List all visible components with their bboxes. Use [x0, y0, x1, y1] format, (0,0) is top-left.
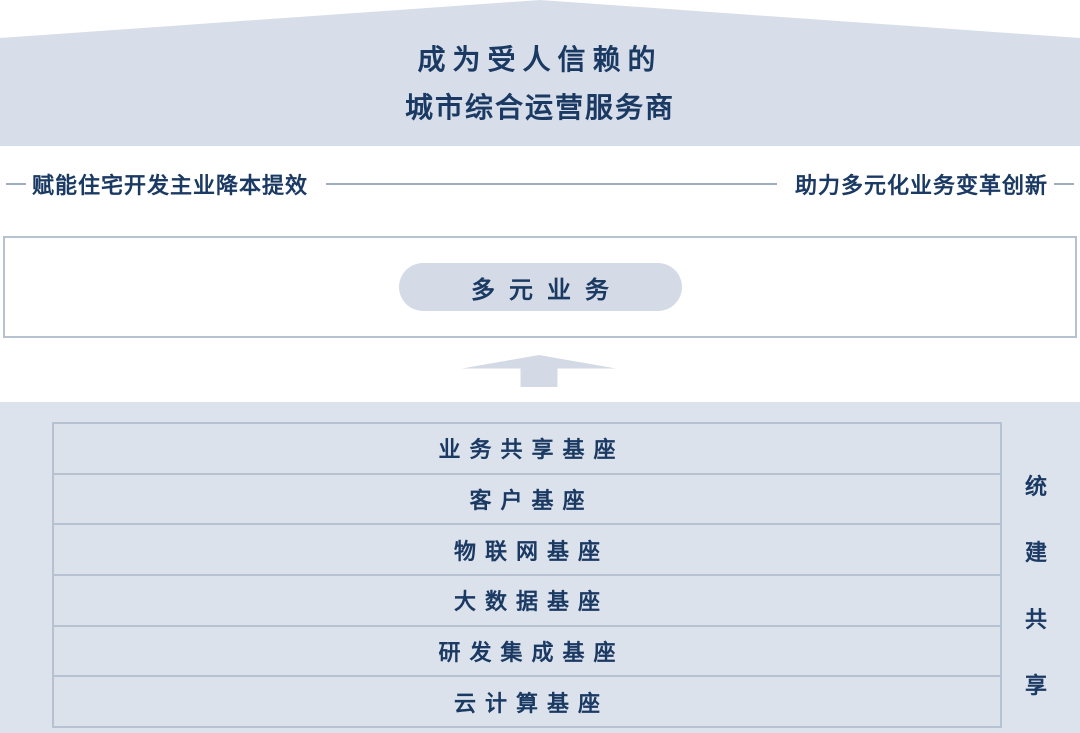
- arrow-up-icon: [462, 355, 616, 387]
- left-dash-rule: [6, 183, 26, 185]
- foundation-row-label: 云计算基座: [453, 690, 609, 716]
- side-label-char: 建: [1024, 540, 1047, 566]
- foundation-row-label: 大数据基座: [453, 589, 609, 615]
- side-label-char: 享: [1024, 672, 1047, 698]
- side-label-char: 统: [1024, 474, 1047, 500]
- diversified-business-pill[interactable]: 多元业务: [398, 263, 682, 311]
- subtitle-left: 赋能住宅开发主业降本提效: [32, 173, 309, 198]
- vision-title-line1: 成为受人信赖的: [417, 44, 663, 75]
- unified-sharing-side-label: 统 建 共 享: [1014, 454, 1058, 719]
- diversified-business-box: 多元业务: [3, 236, 1077, 338]
- subtitle-right: 助力多元化业务变革创新: [794, 173, 1048, 198]
- foundation-table: 业务共享基座 客户基座 物联网基座 大数据基座 研发集成基座 云计算基座: [52, 422, 1002, 728]
- vision-title-line2: 城市综合运营服务商: [404, 92, 675, 123]
- side-label-char: 共: [1024, 606, 1047, 632]
- right-dash-rule: [1054, 183, 1074, 185]
- foundation-row-label: 业务共享基座: [438, 437, 625, 463]
- table-row[interactable]: 云计算基座: [54, 677, 1000, 727]
- subtitle-strip: 赋能住宅开发主业降本提效 助力多元化业务变革创新: [0, 160, 1080, 208]
- table-row[interactable]: 研发集成基座: [54, 626, 1000, 678]
- center-rule: [326, 183, 777, 185]
- foundation-panel: 业务共享基座 客户基座 物联网基座 大数据基座 研发集成基座 云计算基座 统 建…: [0, 402, 1080, 733]
- table-row[interactable]: 物联网基座: [54, 525, 1000, 577]
- foundation-row-label: 客户基座: [469, 488, 594, 513]
- table-row[interactable]: 客户基座: [54, 474, 1000, 526]
- foundation-row-label: 物联网基座: [453, 538, 609, 564]
- vision-title: 成为受人信赖的 城市综合运营服务商: [0, 36, 1080, 132]
- foundation-row-label: 研发集成基座: [438, 640, 625, 666]
- table-row[interactable]: 业务共享基座: [54, 424, 1000, 475]
- table-row[interactable]: 大数据基座: [54, 576, 1000, 627]
